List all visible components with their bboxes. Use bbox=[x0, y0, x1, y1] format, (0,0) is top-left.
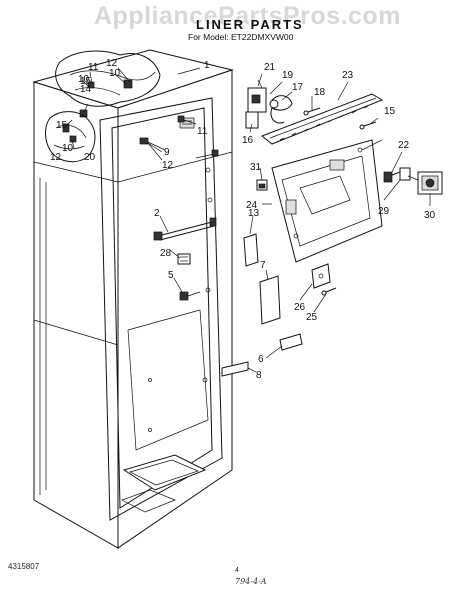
upper-wiring-harness bbox=[55, 50, 161, 118]
callout-10-left: 10 bbox=[78, 74, 90, 85]
shelf-support-6 bbox=[279, 333, 303, 351]
callout-labels: 1 2 5 6 7 8 9 10 10 10 11 11 12 12 12 13… bbox=[50, 58, 436, 381]
trim-8 bbox=[221, 361, 249, 377]
duct-bar-23 bbox=[261, 93, 384, 145]
evaporator-cover-24 bbox=[271, 139, 383, 263]
bracket-26 bbox=[311, 263, 331, 289]
panel-7 bbox=[259, 275, 281, 325]
callout-30: 30 bbox=[424, 210, 436, 221]
callout-15-lower: 15 bbox=[56, 120, 68, 131]
callout-16: 16 bbox=[242, 135, 254, 146]
screw-15-right bbox=[359, 121, 377, 130]
callout-12-top: 12 bbox=[106, 58, 118, 69]
callout-9: 9 bbox=[164, 147, 170, 158]
connector-clip-11 bbox=[177, 115, 219, 157]
screw-18 bbox=[303, 107, 321, 116]
wire-assembly-2 bbox=[153, 217, 217, 241]
callout-25: 25 bbox=[306, 312, 318, 323]
callout-24: 24 bbox=[246, 200, 258, 211]
callout-11-right: 11 bbox=[197, 126, 208, 137]
callout-8: 8 bbox=[256, 370, 262, 381]
callout-20: 20 bbox=[84, 152, 96, 163]
screw-25 bbox=[321, 287, 337, 296]
callout-2: 2 bbox=[154, 208, 160, 219]
callout-6: 6 bbox=[258, 354, 264, 365]
callout-7: 7 bbox=[260, 260, 266, 271]
connector-clip-9 bbox=[139, 137, 166, 151]
trim-strip-13 bbox=[243, 233, 259, 267]
fastener-5 bbox=[179, 291, 201, 301]
liner-body bbox=[32, 49, 234, 549]
callout-5: 5 bbox=[168, 270, 174, 281]
callout-23: 23 bbox=[342, 70, 354, 81]
callout-29: 29 bbox=[378, 206, 390, 217]
model-line: For Model: ET22DMXVW00 bbox=[188, 32, 294, 42]
watermark: AppliancePartsPros.com bbox=[94, 2, 401, 30]
page-number: 4 bbox=[235, 567, 239, 574]
damper-assembly bbox=[383, 167, 443, 195]
lower-wiring-harness bbox=[45, 111, 96, 163]
signature: 794-4-A bbox=[235, 577, 267, 586]
callout-22: 22 bbox=[398, 140, 410, 151]
fan-assembly bbox=[245, 79, 293, 129]
callout-15-right: 15 bbox=[384, 106, 396, 117]
clip-28 bbox=[177, 253, 191, 265]
callout-12-left: 12 bbox=[50, 152, 62, 163]
callout-19: 19 bbox=[282, 70, 294, 81]
callout-11-top: 11 bbox=[88, 62, 99, 73]
callout-15-upper: 15 bbox=[80, 76, 92, 87]
callout-10-lower: 10 bbox=[62, 143, 74, 154]
document-number: 4315807 bbox=[8, 562, 40, 571]
page-title: LINER PARTS bbox=[196, 17, 304, 32]
callout-28: 28 bbox=[160, 248, 172, 259]
callout-18: 18 bbox=[314, 87, 326, 98]
callout-26: 26 bbox=[294, 302, 306, 313]
callout-14: 14 bbox=[80, 84, 92, 95]
callout-31: 31 bbox=[250, 162, 262, 173]
bracket-31 bbox=[256, 179, 268, 191]
callout-10-upper: 10 bbox=[109, 68, 121, 79]
callout-13: 13 bbox=[248, 208, 260, 219]
callout-1: 1 bbox=[204, 60, 210, 71]
callout-12-mid: 12 bbox=[162, 160, 174, 171]
leader-lines bbox=[65, 67, 431, 373]
callout-21: 21 bbox=[264, 62, 276, 73]
callout-17: 17 bbox=[292, 82, 304, 93]
